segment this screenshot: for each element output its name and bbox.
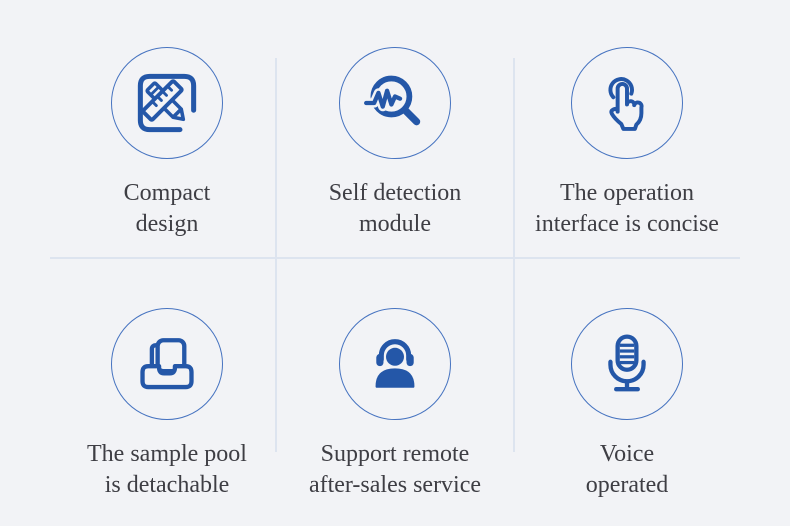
divider-horizontal [50, 257, 740, 259]
feature-circle [111, 308, 223, 420]
feature-card-self-detection: Self detection module [275, 47, 515, 240]
feature-circle [339, 308, 451, 420]
feature-label: The sample pool is detachable [87, 441, 247, 498]
ruler-pencil-icon [137, 73, 197, 133]
sample-tray-icon [140, 338, 194, 390]
feature-circle [571, 308, 683, 420]
feature-card-sample-pool: The sample pool is detachable [47, 308, 287, 501]
feature-label: Support remote after-sales service [308, 441, 482, 498]
microphone-icon [608, 334, 646, 392]
feature-circle [571, 47, 683, 159]
feature-label: Self detection module [328, 180, 462, 237]
feature-label: Compact design [123, 180, 211, 237]
feature-circle [339, 47, 451, 159]
feature-card-remote-service: Support remote after-sales service [275, 308, 515, 501]
feature-card-voice-operated: Voice operated [507, 308, 747, 501]
tap-gesture-icon [608, 77, 644, 131]
feature-label: Voice operated [585, 441, 669, 498]
feature-card-compact-design: Compact design [47, 47, 287, 240]
feature-card-operation-interface: The operation interface is concise [507, 47, 747, 240]
magnifier-waveform-icon [361, 75, 421, 126]
feature-label: The operation interface is concise [535, 180, 719, 237]
support-agent-icon [375, 339, 415, 388]
divider-vertical-2 [513, 58, 515, 452]
divider-vertical-1 [275, 58, 277, 452]
feature-circle [111, 47, 223, 159]
